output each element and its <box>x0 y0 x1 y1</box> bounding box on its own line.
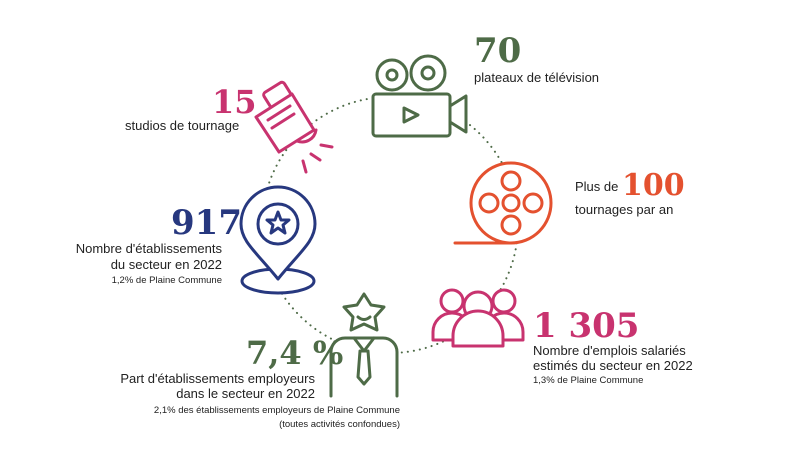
establishments-label-line1: Nombre d'établissements <box>75 241 222 256</box>
jobs-note: 1,3% de Plaine Commune <box>533 375 644 386</box>
tv-sets-value: 70 <box>474 31 522 71</box>
employer-share-note-line2: (toutes activités confondues) <box>279 419 400 430</box>
shootings-prefix: Plus de <box>575 179 622 194</box>
employer-share-label-line2: dans le secteur en 2022 <box>176 386 315 401</box>
shootings-value: 100 <box>621 168 685 203</box>
film-reel-icon <box>453 161 553 245</box>
star-map-pin-icon <box>239 185 317 295</box>
shootings-label: tournages par an <box>575 202 674 217</box>
people-group-icon <box>431 288 525 348</box>
employer-share-label-line1: Part d'établissements employeurs <box>120 371 315 386</box>
establishments-value: 917 <box>171 203 242 243</box>
studios-label: studios de tournage <box>125 118 240 133</box>
employer-share-note-line1: 2,1% des établissements employeurs de Pl… <box>153 405 400 416</box>
establishments-note: 1,2% de Plaine Commune <box>111 275 222 286</box>
spotlight-icon <box>254 80 334 174</box>
star-person-icon <box>329 292 399 398</box>
studios-value: 15 <box>212 83 257 121</box>
tv-sets-label: plateaux de télévision <box>474 70 600 85</box>
establishments-label-line2: du secteur en 2022 <box>110 257 222 272</box>
employer-share-value: 7,4 % <box>246 334 344 372</box>
jobs-label-line1: Nombre d'emplois salariés <box>533 343 686 358</box>
film-camera-icon <box>371 54 468 138</box>
jobs-label-line2: estimés du secteur en 2022 <box>533 358 693 373</box>
jobs-value: 1 305 <box>533 306 640 346</box>
shootings-text: Plus de 100 <box>575 170 685 203</box>
